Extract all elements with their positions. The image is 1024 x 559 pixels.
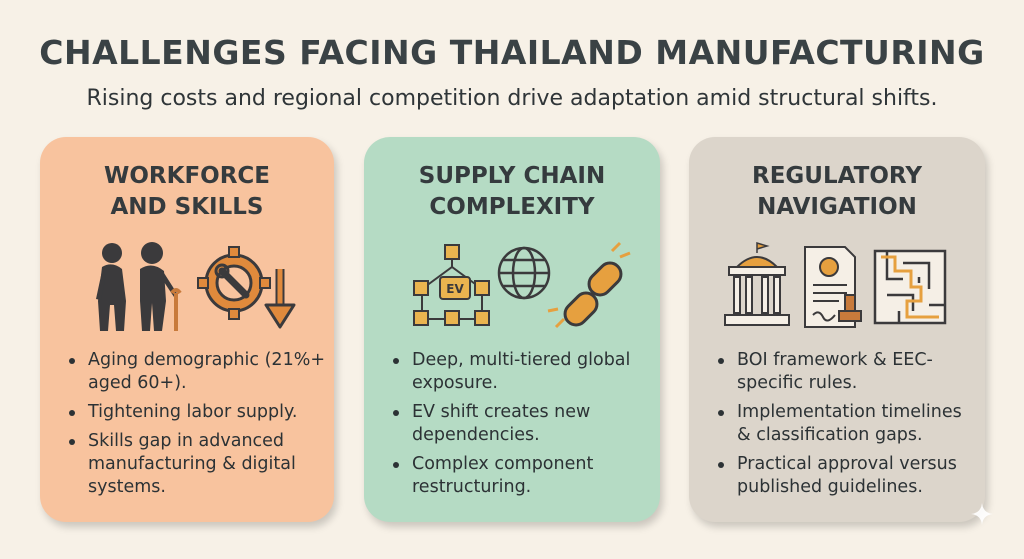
card-title-line: NAVIGATION (757, 194, 917, 220)
list-item: Aging demographic (21%+ aged 60+). (66, 349, 328, 395)
workforce-illustration (96, 242, 296, 331)
card-title-line: AND SKILLS (110, 194, 264, 220)
broken-chain-icon (547, 241, 631, 329)
card-title-line: WORKFORCE (103, 163, 271, 189)
list-item: Tightening labor supply. (66, 401, 328, 424)
elderly-couple-icon (96, 242, 182, 331)
gear-wrench-down-arrow-icon (197, 246, 296, 329)
supply-network-icon: EV (413, 244, 490, 326)
supply-chain-illustration: EV (413, 241, 631, 329)
supply-chain-card: SUPPLY CHAIN COMPLEXITY EV (364, 137, 660, 522)
maze-icon (873, 249, 947, 325)
list-item: Implementation timelines & classificatio… (715, 401, 977, 447)
list-item: Practical approval versus published guid… (715, 453, 977, 499)
regulatory-card: REGULATORY NAVIGATION (689, 137, 985, 522)
regulatory-illustration (724, 241, 947, 328)
bullet-list: Aging demographic (21%+ aged 60+). Tight… (66, 349, 328, 505)
ev-label: EV (446, 282, 464, 296)
bullet-list: Deep, multi-tiered global exposure. EV s… (390, 349, 652, 505)
sparkle-icon (971, 503, 993, 525)
card-title-line: REGULATORY (752, 163, 922, 189)
list-item: EV shift creates new dependencies. (390, 401, 652, 447)
page-title: CHALLENGES FACING THAILAND MANUFACTURING (39, 33, 985, 72)
workforce-card: WORKFORCE AND SKILLS (40, 137, 334, 522)
card-title-line: SUPPLY CHAIN (418, 163, 606, 189)
card-title: SUPPLY CHAIN COMPLEXITY (364, 161, 660, 223)
page-subtitle: Rising costs and regional competition dr… (86, 86, 938, 111)
globe-icon (497, 246, 551, 300)
card-title-line: COMPLEXITY (429, 194, 595, 220)
card-title: WORKFORCE AND SKILLS (40, 161, 334, 223)
list-item: Skills gap in advanced manufacturing & d… (66, 430, 328, 499)
government-building-icon (724, 241, 790, 326)
card-title: REGULATORY NAVIGATION (689, 161, 985, 223)
list-item: Complex component restructuring. (390, 453, 652, 499)
list-item: BOI framework & EEC-specific rules. (715, 349, 977, 395)
list-item: Deep, multi-tiered global exposure. (390, 349, 652, 395)
bullet-list: BOI framework & EEC-specific rules. Impl… (715, 349, 977, 505)
certificate-stamp-icon (804, 246, 862, 328)
